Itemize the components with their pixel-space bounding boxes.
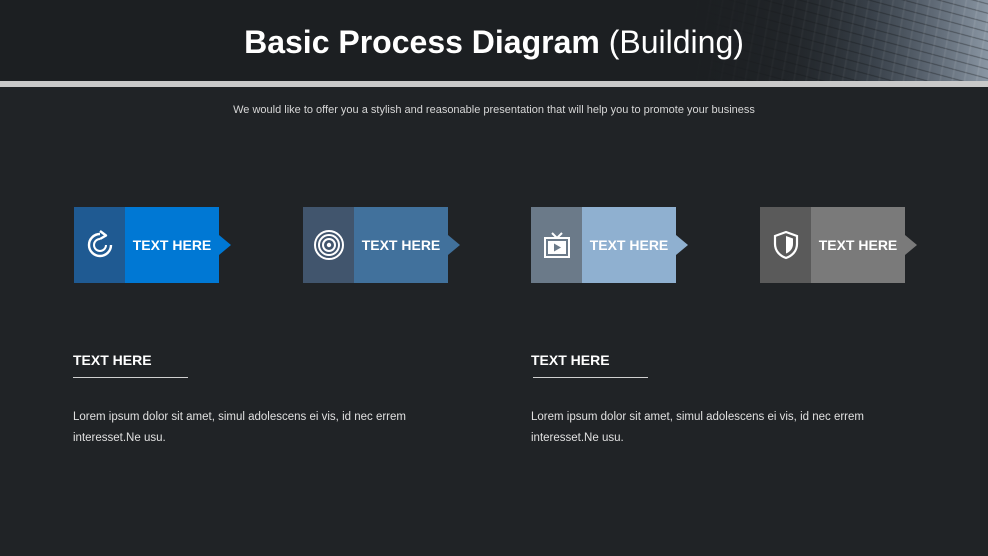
header-divider xyxy=(0,81,988,87)
step-3-icon-box xyxy=(531,207,582,283)
title-light: (Building) xyxy=(608,24,744,60)
section-2-underline xyxy=(533,377,648,378)
step-2-icon-box xyxy=(303,207,354,283)
page-title: Basic Process Diagram (Building) xyxy=(0,20,988,64)
header-banner: Basic Process Diagram (Building) xyxy=(0,0,988,81)
section-2-body: Lorem ipsum dolor sit amet, simul adoles… xyxy=(531,411,864,444)
step-1-arrow xyxy=(219,235,231,255)
step-4-icon-box xyxy=(760,207,811,283)
step-4-arrow xyxy=(905,235,917,255)
step-2-label: TEXT HERE xyxy=(354,207,448,283)
section-2-title: TEXT HERE xyxy=(531,352,610,368)
subtitle: We would like to offer you a stylish and… xyxy=(233,104,755,116)
step-1-label: TEXT HERE xyxy=(125,207,219,283)
tv-play-icon xyxy=(543,232,570,258)
refresh-icon xyxy=(87,230,112,258)
step-4-label: TEXT HERE xyxy=(811,207,905,283)
section-1-body: Lorem ipsum dolor sit amet, simul adoles… xyxy=(73,411,406,444)
step-3-label: TEXT HERE xyxy=(582,207,676,283)
step-1-icon-box xyxy=(74,207,125,283)
section-1-underline xyxy=(73,377,188,378)
step-3-arrow xyxy=(676,235,688,255)
shield-icon xyxy=(773,230,798,260)
process-step-1: TEXT HERE xyxy=(74,207,231,283)
process-step-3: TEXT HERE xyxy=(531,207,688,283)
step-2-arrow xyxy=(448,235,460,255)
title-bold: Basic Process Diagram xyxy=(244,24,600,60)
section-1-title: TEXT HERE xyxy=(73,352,152,368)
process-step-2: TEXT HERE xyxy=(303,207,460,283)
target-icon xyxy=(313,230,344,260)
process-step-4: TEXT HERE xyxy=(760,207,917,283)
